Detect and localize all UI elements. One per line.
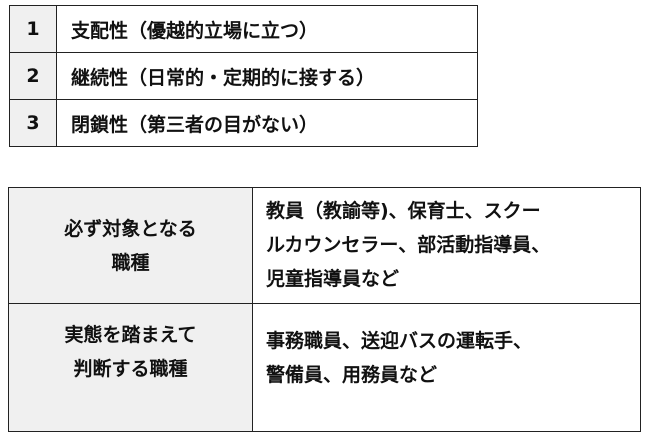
- table-row: 実態を踏まえて 判断する職種 事務職員、送迎バスの運転手、 警備員、用務員など: [8, 303, 641, 432]
- value-line: ルカウンセラー、部活動指導員、: [266, 234, 551, 256]
- label-line: 職種: [111, 251, 150, 274]
- table-row: 必ず対象となる 職種 教員（教諭等)、保育士、スクー ルカウンセラー、部活動指導…: [8, 187, 641, 304]
- row-value: 事務職員、送迎バスの運転手、 警備員、用務員など: [252, 303, 641, 432]
- row-text: 閉鎖性（第三者の目がない）: [56, 99, 478, 147]
- row-number: 1: [9, 5, 57, 53]
- table-row: 1 支配性（優越的立場に立つ）: [9, 5, 478, 53]
- label-line: 判断する職種: [73, 358, 188, 380]
- table-row: 3 閉鎖性（第三者の目がない）: [9, 99, 478, 147]
- row-text: 支配性（優越的立場に立つ）: [56, 5, 478, 53]
- value-line: 事務職員、送迎バスの運転手、: [266, 330, 533, 352]
- value-line: 警備員、用務員など: [266, 364, 438, 386]
- value-line: 教員（教諭等)、保育士、スクー: [266, 200, 541, 222]
- row-number: 2: [9, 52, 57, 100]
- row-label: 必ず対象となる 職種: [8, 187, 253, 304]
- row-text: 継続性（日常的・定期的に接する）: [56, 52, 478, 100]
- row-number: 3: [9, 99, 57, 147]
- label-line: 必ず対象となる: [64, 217, 197, 240]
- value-line: 児童指導員など: [266, 268, 400, 290]
- occupations-table: 必ず対象となる 職種 教員（教諭等)、保育士、スクー ルカウンセラー、部活動指導…: [8, 187, 641, 432]
- characteristics-table: 1 支配性（優越的立場に立つ） 2 継続性（日常的・定期的に接する） 3 閉鎖性…: [9, 5, 478, 147]
- row-label: 実態を踏まえて 判断する職種: [8, 303, 253, 432]
- table-row: 2 継続性（日常的・定期的に接する）: [9, 52, 478, 100]
- label-line: 実態を踏まえて: [64, 324, 197, 346]
- row-value: 教員（教諭等)、保育士、スクー ルカウンセラー、部活動指導員、 児童指導員など: [252, 187, 641, 304]
